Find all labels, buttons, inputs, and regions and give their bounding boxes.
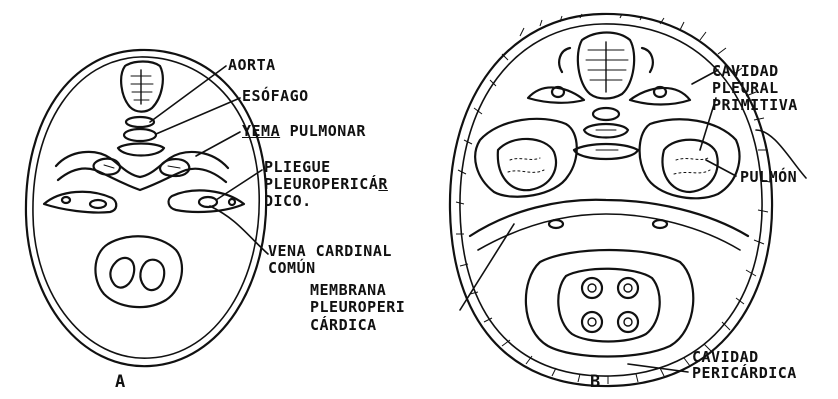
a-body-wall-inner xyxy=(33,57,259,358)
a-lung-bud-center xyxy=(118,144,164,156)
label-pliegue-line2b: R xyxy=(378,175,388,193)
a-esophagus xyxy=(124,129,156,141)
label-cavidad-pericardica-line2: PERICÁRDICA xyxy=(692,366,797,381)
a-lung-bud-left xyxy=(94,159,120,175)
label-membrana-line2a: PLEUROPERI xyxy=(310,298,405,316)
b-pleural-cavity-right xyxy=(640,119,740,198)
b-pleuropericardial-membrane xyxy=(470,200,748,236)
label-vena-line2: COMÚN xyxy=(268,261,316,276)
label-vena-line1: VENA CARDINAL xyxy=(268,244,392,259)
label-pliegue-line3: DICO. xyxy=(264,194,312,209)
label-yema-pulmonar: YEMA PULMONAR xyxy=(242,124,366,139)
label-cavidad-pericardica-line1: CAVIDAD xyxy=(692,350,759,365)
panel-b-letter: B xyxy=(590,372,600,392)
label-cavidad-pleural-line3: PRIMITIVA xyxy=(712,98,798,113)
a-neural-tube xyxy=(121,62,163,112)
label-membrana-line3: CÁRDICA xyxy=(310,318,377,333)
b-vertebra-wing-left xyxy=(528,87,584,102)
a-pericardium xyxy=(95,236,182,307)
label-membrana-line2: PLEUROPERI xyxy=(310,300,405,315)
b-lung-left xyxy=(498,139,556,190)
label-pliegue-line1: PLIEGUE xyxy=(264,160,331,175)
label-yema-pulmonar-line1: YEMA xyxy=(242,122,280,140)
label-esofago: ESÓFAGO xyxy=(242,89,309,104)
label-membrana-line1: MEMBRANA xyxy=(310,283,386,298)
label-aorta: AORTA xyxy=(228,58,276,73)
label-yema-pulmonar-line2: PULMONAR xyxy=(290,122,366,140)
b-lung-right xyxy=(662,140,717,192)
b-pleural-cavity-left xyxy=(475,119,577,197)
a-fold-right xyxy=(169,190,244,212)
panel-a-letter: A xyxy=(115,372,125,392)
a-cardinal-vein xyxy=(199,197,217,207)
label-cavidad-pleural-line1: CAVIDAD xyxy=(712,64,779,79)
b-esophagus xyxy=(584,124,628,138)
panel-a-drawing xyxy=(26,50,266,366)
label-pulmon: PULMÓN xyxy=(740,170,797,185)
b-bronchi xyxy=(574,144,638,159)
label-pliegue-line2: PLEUROPERICÁR xyxy=(264,177,388,192)
a-heart-left xyxy=(110,258,134,288)
b-heart xyxy=(558,269,659,342)
a-heart-right xyxy=(140,260,164,290)
b-aorta xyxy=(593,108,619,120)
label-cavidad-pleural-line2: PLEURAL xyxy=(712,81,779,96)
label-pliegue-line2a: PLEUROPERICÁ xyxy=(264,175,378,193)
